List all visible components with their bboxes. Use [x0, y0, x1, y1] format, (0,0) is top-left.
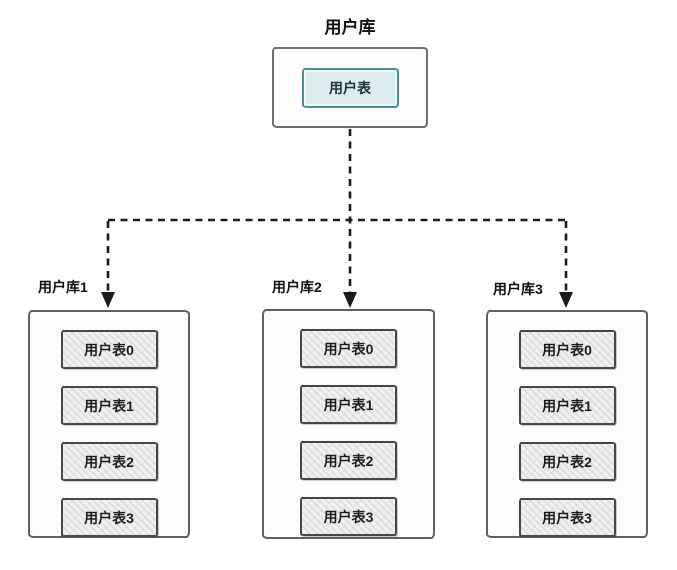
shard-3-table-0: 用户表0 [518, 330, 616, 369]
shard-2-table-0: 用户表0 [300, 329, 397, 368]
shard-db-1-label: 用户库1 [38, 279, 88, 295]
shard-1-table-0: 用户表0 [60, 330, 158, 369]
shard-3-table-3: 用户表3 [518, 498, 616, 537]
arrow-down-icon [343, 292, 357, 308]
shard-1-table-2: 用户表2 [60, 442, 158, 481]
shard-3-table-2: 用户表2 [518, 442, 616, 481]
arrow-down-icon [559, 292, 573, 308]
shard-2-table-2: 用户表2 [300, 441, 397, 480]
shard-2-table-3: 用户表3 [300, 497, 397, 536]
arrow-down-icon [101, 292, 115, 308]
shard-2-table-1: 用户表1 [300, 385, 397, 424]
shard-db-1-box: 用户表0 用户表1 用户表2 用户表3 [28, 310, 190, 538]
shard-db-3-label: 用户库3 [493, 281, 543, 297]
shard-db-3-box: 用户表0 用户表1 用户表2 用户表3 [486, 310, 648, 538]
root-table-node: 用户表 [301, 67, 399, 108]
root-db-title: 用户库 [324, 18, 376, 37]
shard-3-table-1: 用户表1 [518, 386, 616, 425]
shard-db-2-box: 用户表0 用户表1 用户表2 用户表3 [262, 309, 435, 539]
shard-1-table-1: 用户表1 [60, 386, 158, 425]
root-db-box: 用户表 [272, 47, 428, 128]
shard-1-table-3: 用户表3 [60, 498, 158, 537]
shard-db-2-label: 用户库2 [272, 279, 322, 295]
